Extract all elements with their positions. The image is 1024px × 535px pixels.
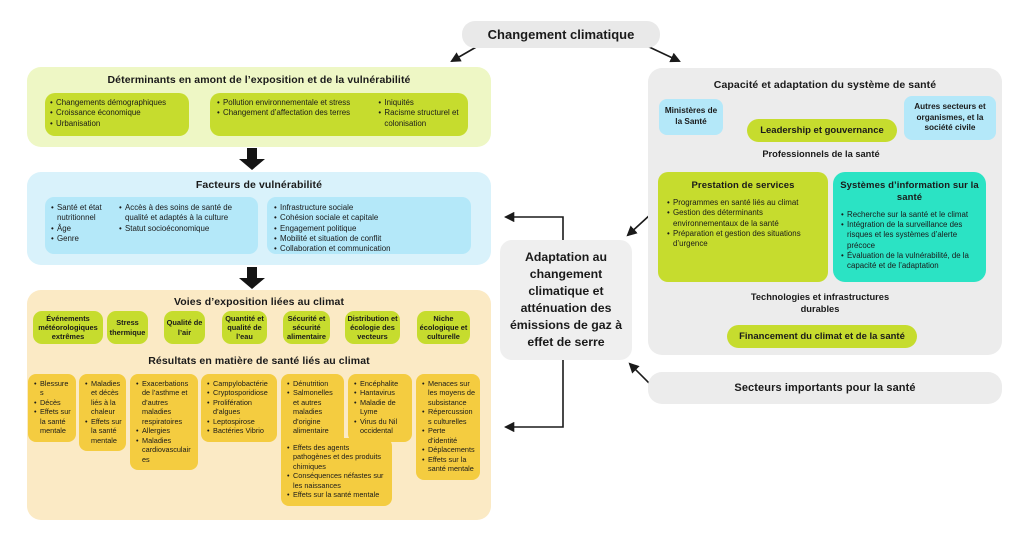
pathway-label: Distribution et écologie des vecteurs <box>347 313 398 342</box>
determinants-demographics-box: Changements démographiquesCroissance éco… <box>45 93 189 136</box>
other-sectors-label: Autres secteurs et organismes, et la soc… <box>914 102 986 133</box>
services-list: Programmes en santé liés au climatGestio… <box>666 198 820 249</box>
services-title: Prestation de services <box>691 180 795 191</box>
vulnerability-col2: Accès à des soins de santé de qualité et… <box>118 203 251 244</box>
capacity-title: Capacité et adaptation du système de san… <box>713 79 937 91</box>
pathway-box: Événements météorologiques extrêmes <box>33 311 103 344</box>
info-systems-list: Recherche sur la santé et le climatIntég… <box>840 210 979 272</box>
outcome-list: Maladies et décès liés à la chaleurEffet… <box>84 379 122 445</box>
outcome-list: CampylobactérieCryptosporidioseProliféra… <box>206 379 273 436</box>
outcome-list: Effets des agents pathogènes et des prod… <box>286 443 388 500</box>
professionals-label: Professionnels de la santé <box>762 149 880 159</box>
arrow-vulnerability-to-exposure <box>239 267 265 289</box>
outcome-column: EncéphaliteHantavirusMaladie de LymeViru… <box>348 374 412 442</box>
pathway-label: Sécurité et sécurité alimentaire <box>286 313 327 342</box>
ministries-label: Ministères de la Santé <box>664 106 718 126</box>
pathway-label: Événements météorologiques extrêmes <box>38 313 98 342</box>
outcome-list: Menaces sur les moyens de subsistanceRép… <box>421 379 476 474</box>
pathway-label: Niche écologique et culturelle <box>419 313 468 342</box>
other-sectors-box: Autres secteurs et organismes, et la soc… <box>904 96 996 140</box>
arrow-adaptation-to-vulnerability <box>503 211 564 241</box>
info-systems-box: Systèmes d’information sur la santé Rech… <box>833 172 986 282</box>
leadership-pill: Leadership et gouvernance <box>747 119 897 142</box>
vulnerability-individual-box: Santé et état nutritionnelÂgeGenre Accès… <box>45 197 258 254</box>
pathway-box: Quantité et qualité de l’eau <box>222 311 267 344</box>
ministries-box: Ministères de la Santé <box>659 99 723 135</box>
outcome-column: Maladies et décès liés à la chaleurEffet… <box>79 374 126 452</box>
outcome-list: BlessuresDécèsEffets sur la santé mental… <box>33 379 72 436</box>
outcome-column: Menaces sur les moyens de subsistanceRép… <box>416 374 480 480</box>
leadership-label: Leadership et gouvernance <box>760 125 884 136</box>
pathway-box: Sécurité et sécurité alimentaire <box>283 311 330 344</box>
outcome-column-wide: Effets des agents pathogènes et des prod… <box>281 438 392 506</box>
arrow-adaptation-to-outcomes <box>503 359 564 433</box>
technologies-label: Technologies et infrastructures durables <box>750 292 890 315</box>
determinants-pollution-col1: Pollution environnementale et stressChan… <box>216 98 369 129</box>
outcome-column: DénutritionSalmonelles et autres maladie… <box>281 374 344 442</box>
determinants-title: Déterminants en amont de l’exposition et… <box>107 74 411 86</box>
determinants-pollution-box: Pollution environnementale et stressChan… <box>210 93 468 136</box>
determinants-demographics-list: Changements démographiquesCroissance éco… <box>49 98 185 129</box>
financing-label: Financement du climat et de la santé <box>739 331 905 342</box>
vulnerability-social-box: Infrastructure socialeCohésion sociale e… <box>267 197 471 255</box>
financing-pill: Financement du climat et de la santé <box>727 325 917 348</box>
sectors-panel: Secteurs importants pour la santé <box>648 372 1002 404</box>
vulnerability-social-list: Infrastructure socialeCohésion sociale e… <box>273 203 465 255</box>
climate-change-pill: Changement climatique <box>462 21 660 48</box>
adaptation-mitigation-box: Adaptation au changement climatique et a… <box>500 240 632 360</box>
outcome-list: DénutritionSalmonelles et autres maladie… <box>286 379 340 436</box>
vulnerability-col1: Santé et état nutritionnelÂgeGenre <box>50 203 112 244</box>
outcome-column: Exacerbations de l’asthme et d’autres ma… <box>130 374 198 471</box>
sectors-title: Secteurs importants pour la santé <box>734 382 916 394</box>
outcome-column: BlessuresDécèsEffets sur la santé mental… <box>28 374 76 442</box>
info-systems-title: Systèmes d’information sur la santé <box>840 180 979 203</box>
vulnerability-title: Facteurs de vulnérabilité <box>195 179 323 191</box>
arrow-sectors-to-adaptation <box>628 362 650 384</box>
arrow-climate-to-capacity <box>646 45 681 63</box>
pathway-box: Qualité de l’air <box>164 311 205 344</box>
pathway-box: Distribution et écologie des vecteurs <box>345 311 400 344</box>
determinants-pollution-col2: IniquitésRacisme structurel et colonisat… <box>377 98 462 129</box>
outcome-list: EncéphaliteHantavirusMaladie de LymeViru… <box>353 379 408 436</box>
pathway-box: Stress thermique <box>107 311 148 344</box>
climate-change-label: Changement climatique <box>487 27 635 42</box>
adaptation-mitigation-label: Adaptation au changement climatique et a… <box>509 250 623 349</box>
pathway-box: Niche écologique et culturelle <box>417 311 470 344</box>
arrow-climate-to-determinants <box>450 45 479 63</box>
pathway-label: Qualité de l’air <box>166 318 203 337</box>
services-box: Prestation de services Programmes en san… <box>658 172 828 282</box>
arrow-determinants-to-vulnerability <box>239 148 265 170</box>
pathway-label: Quantité et qualité de l’eau <box>225 313 264 342</box>
outcomes-title: Résultats en matière de santé liés au cl… <box>148 355 370 367</box>
exposure-title: Voies d’exposition liées au climat <box>173 296 345 308</box>
outcome-column: CampylobactérieCryptosporidioseProliféra… <box>201 374 277 442</box>
outcome-list: Exacerbations de l’asthme et d’autres ma… <box>135 379 194 464</box>
pathway-label: Stress thermique <box>109 318 146 337</box>
